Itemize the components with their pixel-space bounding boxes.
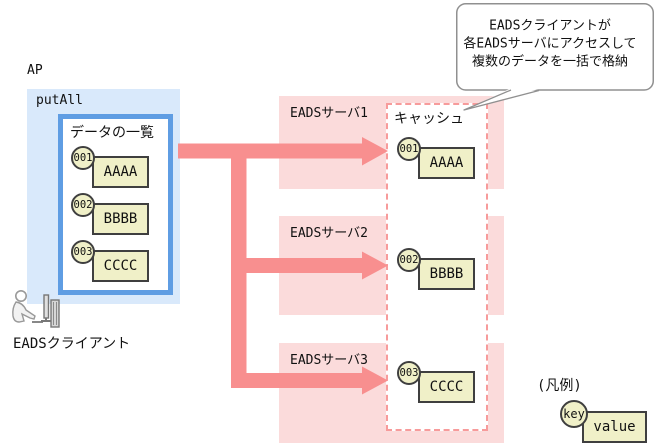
- legend-title: (凡例): [537, 378, 582, 394]
- list-item: CCCC 003: [71, 240, 151, 284]
- key-badge: 003: [397, 361, 421, 385]
- value-box: AAAA: [92, 156, 149, 188]
- eads-server-3-label: EADSサーバ3: [290, 353, 369, 368]
- legend-value-box: value: [582, 411, 647, 443]
- callout-bubble: EADSクライアントが 各EADSサーバにアクセスして 複数のデータを一括で格納: [456, 3, 654, 111]
- ap-label: AP: [27, 63, 43, 78]
- callout-line-2: 各EADSサーバにアクセスして: [463, 36, 636, 52]
- legend-key-value: value key: [560, 400, 650, 446]
- legend-key-badge: key: [560, 400, 588, 428]
- arrow-trunk-icon: [231, 143, 247, 388]
- client-label: EADSクライアント: [13, 336, 131, 352]
- client-person-icon: [12, 290, 60, 328]
- value-box: BBBB: [92, 203, 149, 235]
- cache-entry: AAAA 001: [397, 137, 477, 181]
- eads-server-2-label: EADSサーバ2: [290, 226, 369, 241]
- data-list-title: データの一覧: [70, 125, 154, 141]
- value-box: CCCC: [418, 371, 475, 403]
- list-item: BBBB 002: [71, 193, 151, 237]
- callout-tail-icon: [463, 89, 540, 111]
- key-badge: 001: [71, 146, 95, 170]
- key-badge: 001: [397, 137, 421, 161]
- list-item: AAAA 001: [71, 146, 151, 190]
- key-badge: 003: [71, 240, 95, 264]
- monitor-icon: [43, 294, 50, 319]
- computer-tower-icon: [50, 299, 60, 328]
- key-badge: 002: [71, 193, 95, 217]
- person-body-icon: [12, 301, 36, 323]
- value-box: AAAA: [418, 147, 475, 179]
- callout-tail-fill: [464, 88, 540, 110]
- value-box: BBBB: [418, 258, 475, 290]
- cache-label: キャッシュ: [394, 111, 464, 127]
- key-badge: 002: [397, 248, 421, 272]
- tower-detail-icon: [53, 302, 57, 325]
- person-head-icon: [15, 290, 27, 302]
- putall-method-label: putAll: [36, 93, 83, 108]
- monitor-stand-icon: [41, 318, 51, 322]
- callout-line-1: EADSクライアントが: [489, 19, 611, 34]
- eads-server-1-label: EADSサーバ1: [290, 106, 369, 121]
- cache-entry: BBBB 002: [397, 248, 477, 292]
- callout-line-3: 複数のデータを一括で格納: [472, 54, 628, 70]
- value-box: CCCC: [92, 250, 149, 282]
- callout-rect: [456, 3, 654, 91]
- cache-entry: CCCC 003: [397, 361, 477, 405]
